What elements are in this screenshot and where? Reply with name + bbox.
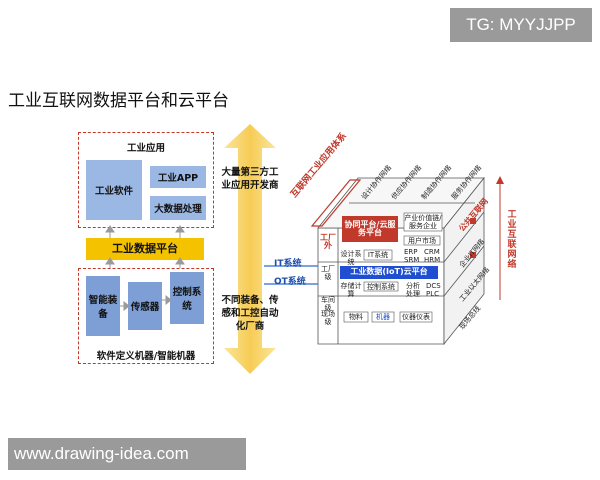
- it-system-box: IT系统: [367, 251, 389, 259]
- coop-platform-label: 协同平台/云服务平台: [344, 220, 396, 237]
- watermark: www.drawing-idea.com: [8, 438, 246, 470]
- machine-box: 机器: [376, 313, 390, 321]
- instrument-box: 仪器仪表: [402, 313, 430, 321]
- app-section-label: 工业应用: [126, 143, 165, 154]
- iot-bar-shape: [340, 266, 438, 279]
- industrial-data-platform: 工业数据平台: [86, 238, 204, 260]
- srm-label: SRM: [404, 256, 420, 264]
- industrial-software-block: 工业软件: [86, 160, 142, 220]
- industrial-network-title: 工业互联网络: [507, 210, 517, 270]
- left-up-arrows: [105, 225, 185, 312]
- arrow-top-text: 大量第三方工业应用开发商: [221, 167, 279, 191]
- erp-label: ERP: [404, 248, 418, 256]
- design-system-label: 设计系统: [340, 250, 362, 266]
- app-section-border: [78, 132, 214, 228]
- industry-value-chain: 产业价值链/服务企业: [404, 214, 442, 230]
- double-arrow-shape: [224, 124, 276, 374]
- bigdata-block: 大数据处理: [150, 196, 206, 220]
- machine-section-label: 软件定义机器/智能机器: [96, 351, 196, 362]
- control-system-box: 控制系统: [367, 283, 395, 291]
- field-level-label: 现场级: [321, 310, 335, 326]
- iot-platform-label: 工业数据(IoT)云平台: [350, 267, 428, 276]
- machine-section-border: [78, 268, 214, 364]
- workshop-level-label: 车间级: [321, 296, 335, 312]
- ot-system-label: OT系统: [274, 277, 306, 287]
- corner-tag: TG: MYYJJPP: [450, 8, 592, 42]
- sensor-block: 传感器: [128, 282, 162, 330]
- user-market-label: 用户市场: [408, 237, 436, 245]
- outside-factory-label: 工厂外: [320, 233, 336, 250]
- smart-equipment-block: 智能装备: [86, 276, 120, 336]
- it-system-label: IT系统: [274, 259, 302, 269]
- factory-level-label: 工厂级: [321, 265, 335, 281]
- plc-label: PLC: [426, 290, 440, 298]
- material-box: 物料: [349, 313, 363, 321]
- arrow-bottom-text: 不同装备、传感和工控自动化厂商: [221, 295, 279, 332]
- analysis-label: 分析处理: [406, 282, 420, 298]
- dcs-label: DCS: [426, 282, 441, 290]
- control-system-block: 控制系统: [170, 272, 204, 324]
- hrm-label: HRM: [424, 256, 441, 264]
- storage-compute-label: 存储计算: [340, 282, 362, 298]
- page-title: 工业互联网数据平台和云平台: [8, 91, 229, 111]
- crm-label: CRM: [424, 248, 440, 256]
- industrial-app-block: 工业APP: [150, 166, 206, 188]
- coop-platform-shape: [342, 216, 398, 242]
